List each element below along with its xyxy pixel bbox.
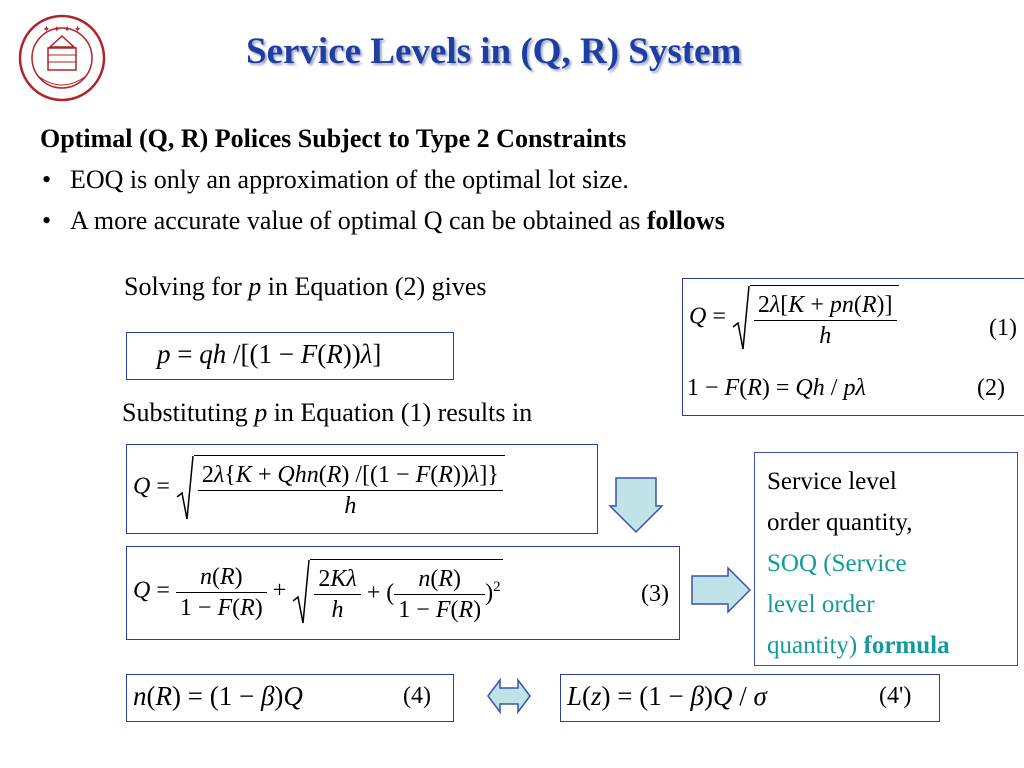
substituted-q-box: Q = 2λ{K + Qhn(R) /[(1 − F(R))λ]}h [126, 444, 598, 534]
substituted-q-equation: Q = 2λ{K + Qhn(R) /[(1 − F(R))λ]}h [133, 455, 505, 521]
double-arrow-icon [487, 677, 531, 715]
soq-note: Service level order quantity, SOQ (Servi… [767, 461, 1017, 666]
eq4-label: (4) [403, 683, 431, 709]
soq-note-line2: order quantity, [767, 509, 913, 536]
p-equation-box: p = qh /[(1 − F(R))λ] [126, 332, 454, 380]
right-arrow-icon [691, 566, 752, 614]
bullet-2: •A more accurate value of optimal Q can … [42, 206, 725, 235]
eq4p-box: L(z) = (1 − β)Q / σ (4') [560, 674, 940, 722]
university-seal-icon: ✦ ✦ ✦ ✦ [18, 14, 106, 102]
eq3-label: (3) [641, 581, 669, 607]
soq-note-box: Service level order quantity, SOQ (Servi… [754, 452, 1018, 666]
bullet-1: •EOQ is only an approximation of the opt… [42, 165, 629, 194]
substituting-text-pre: Substituting [122, 398, 255, 427]
eq1: Q = 2λ[K + pn(R)]h [689, 285, 899, 351]
soq-note-teal3: quantity) [767, 632, 864, 659]
eq1-label: (1) [989, 315, 1017, 341]
p-equation: p = qh /[(1 − F(R))λ] [157, 339, 382, 369]
svg-text:✦ ✦ ✦ ✦: ✦ ✦ ✦ ✦ [43, 25, 82, 35]
eq1-eq2-box: Q = 2λ[K + pn(R)]h (1) 1 − F(R) = Qh / p… [682, 278, 1024, 416]
eq2-label: (2) [977, 375, 1005, 401]
soq-note-teal2: level order [767, 591, 875, 618]
substituting-text-var: p [254, 398, 268, 427]
eq4p: L(z) = (1 − β)Q / σ [567, 681, 767, 711]
eq4-box: n(R) = (1 − β)Q (4) [126, 674, 454, 722]
bullet-1-text: EOQ is only an approximation of the opti… [70, 165, 629, 194]
solving-text: Solving for p in Equation (2) gives [124, 272, 487, 302]
eq2: 1 − F(R) = Qh / pλ [687, 375, 866, 401]
substituting-text: Substituting p in Equation (1) results i… [122, 398, 532, 428]
solving-text-var: p [248, 272, 262, 301]
soq-note-teal1: SOQ (Service [767, 550, 907, 577]
bullet-2-bold: follows [646, 206, 725, 235]
solving-text-post: in Equation (2) gives [261, 272, 487, 301]
solving-text-pre: Solving for [124, 272, 249, 301]
section-heading: Optimal (Q, R) Polices Subject to Type 2… [40, 124, 627, 153]
down-arrow-icon [608, 477, 664, 534]
soq-note-bold: formula [863, 632, 950, 659]
eq4: n(R) = (1 − β)Q [133, 681, 303, 711]
page-title: Service Levels in (Q, R) System [246, 31, 742, 72]
eq4p-label: (4') [879, 683, 912, 709]
soq-note-line1: Service level [767, 468, 897, 495]
substituting-text-post: in Equation (1) results in [267, 398, 533, 427]
bullet-2-text: A more accurate value of optimal Q can b… [70, 206, 647, 235]
